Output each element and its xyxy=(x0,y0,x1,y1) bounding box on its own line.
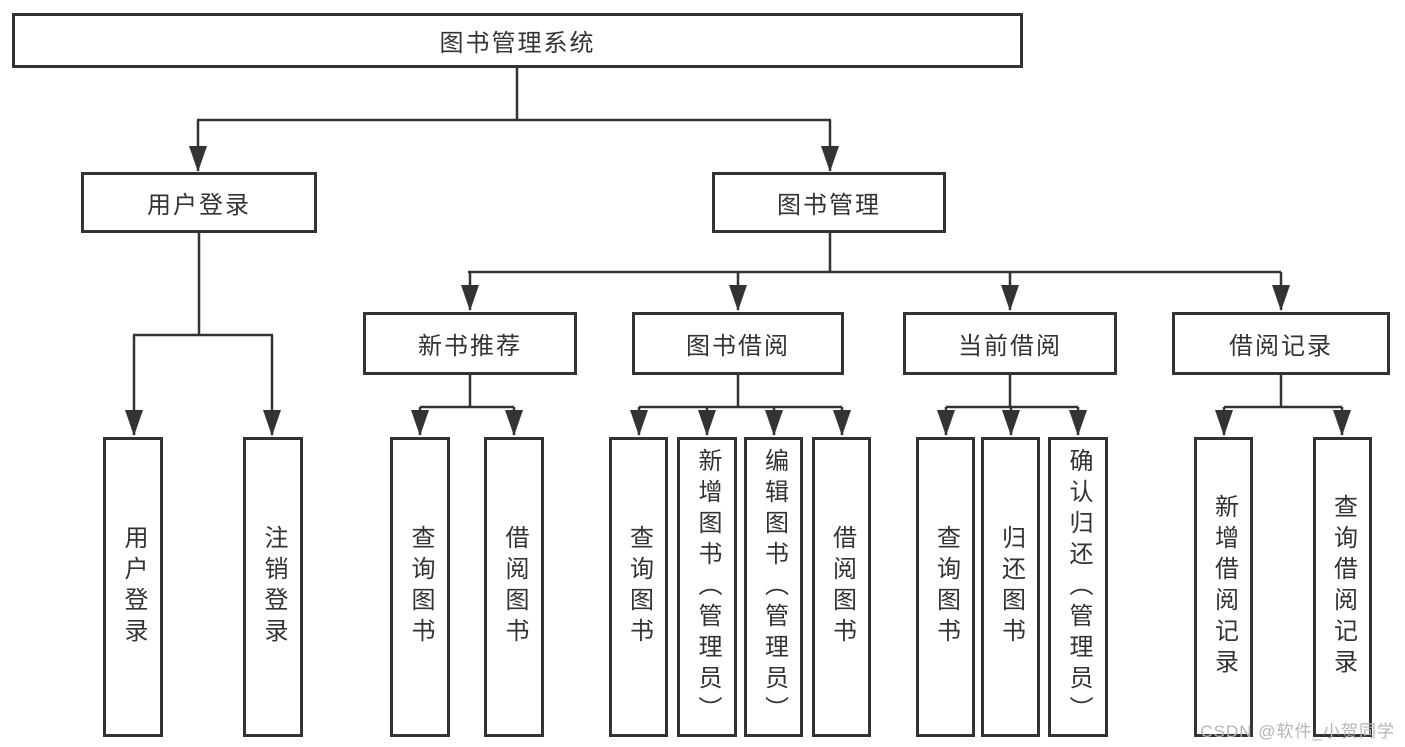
leaf-query-books-current: 查询图书 xyxy=(916,437,975,737)
leaf-return-books: 归还图书 xyxy=(981,437,1040,737)
leaf-borrow-books-recommend: 借阅图书 xyxy=(484,437,544,737)
node-user-login: 用户登录 xyxy=(81,172,317,233)
node-root-system: 图书管理系统 xyxy=(12,13,1023,68)
node-borrow-records: 借阅记录 xyxy=(1172,312,1390,375)
leaf-logout: 注销登录 xyxy=(243,437,303,737)
leaf-query-books-borrow: 查询图书 xyxy=(609,437,668,737)
node-book-management: 图书管理 xyxy=(712,172,946,233)
node-new-book-recommend: 新书推荐 xyxy=(363,312,577,375)
node-current-borrow: 当前借阅 xyxy=(903,312,1117,375)
leaf-borrow-books: 借阅图书 xyxy=(812,437,871,737)
leaf-confirm-return-admin: 确认归还（管理员） xyxy=(1048,437,1108,737)
leaf-query-books-recommend: 查询图书 xyxy=(390,437,450,737)
csdn-watermark: CSDN @软件_小贺同学 xyxy=(1200,722,1395,741)
leaf-user-login: 用户登录 xyxy=(103,437,163,737)
leaf-edit-books-admin: 编辑图书（管理员） xyxy=(744,437,803,737)
node-book-borrow: 图书借阅 xyxy=(632,312,844,375)
leaf-query-borrow-record: 查询借阅记录 xyxy=(1313,437,1372,737)
leaf-add-borrow-record: 新增借阅记录 xyxy=(1194,437,1253,737)
leaf-add-books-admin: 新增图书（管理员） xyxy=(677,437,737,737)
